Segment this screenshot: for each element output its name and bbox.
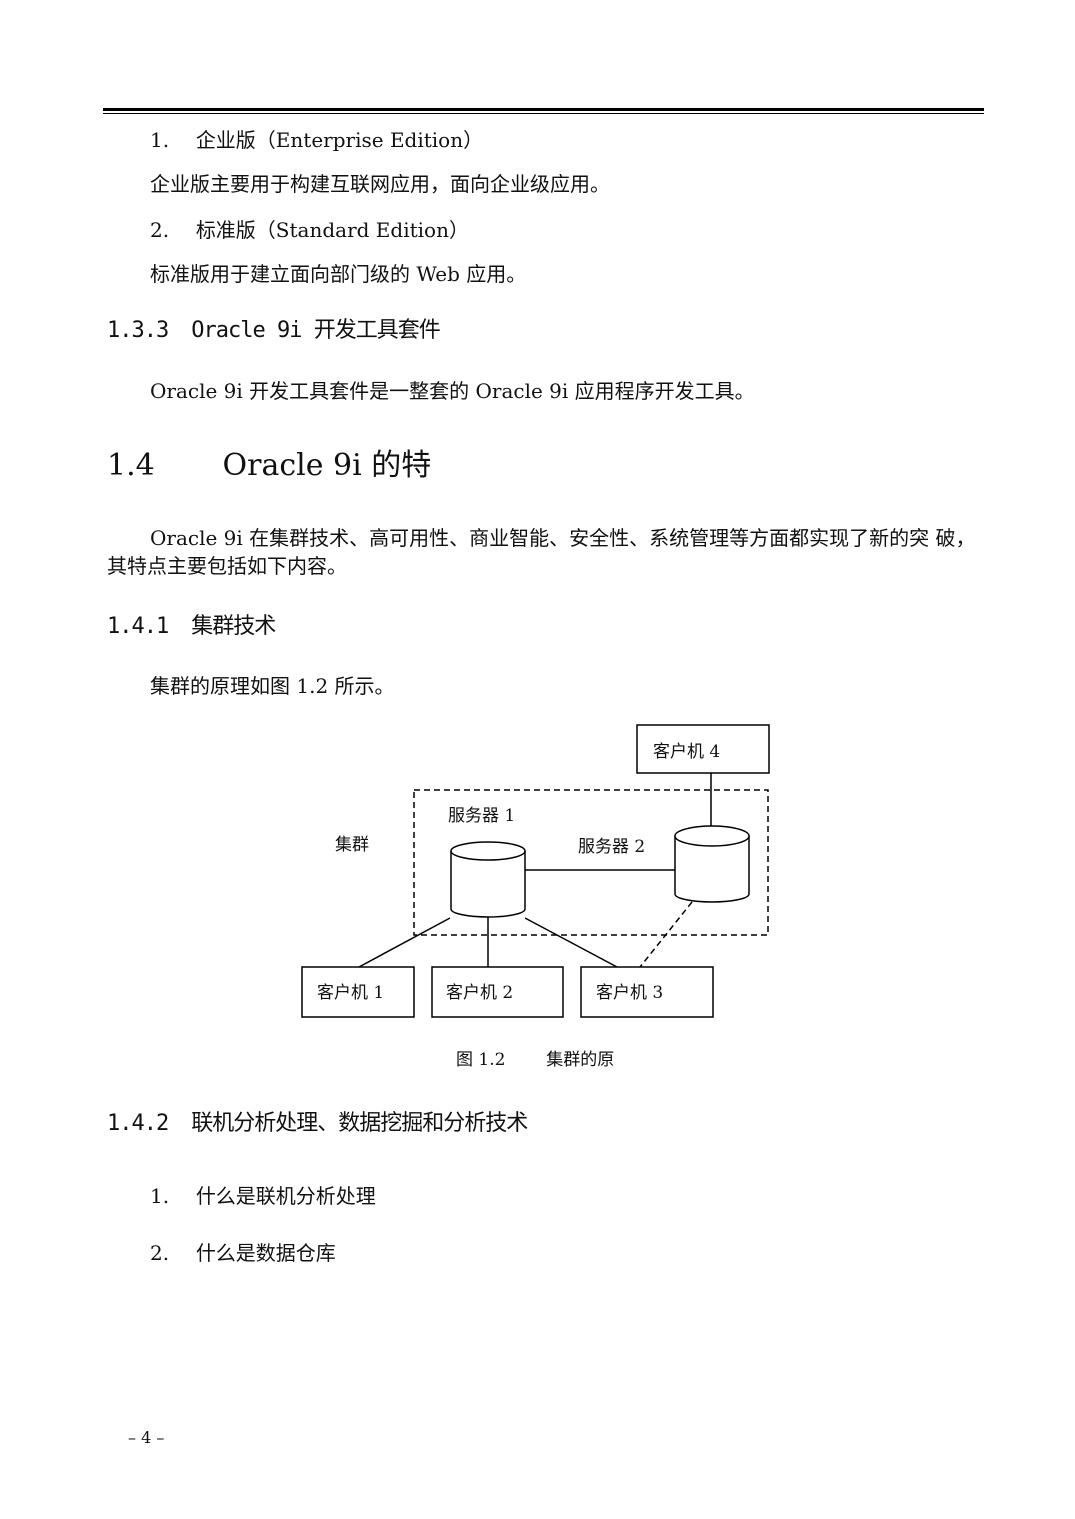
client3-label: 客户机 3 [596,983,663,1003]
subsection-heading-1-3-3: 1.3.3 Oracle 9i 开发工具套件 [107,312,441,344]
client1-box [301,966,415,1018]
server2-label: 服务器 2 [578,837,645,857]
list-item-text: 什么是联机分析处理 [195,1184,376,1208]
list-item-olap: 1. 什么是联机分析处理 [150,1180,376,1209]
subsection-number: 1.4.2 [107,1111,169,1136]
server1-label: 服务器 1 [448,806,515,826]
client4-box [636,724,770,774]
section-number: 1.4 [107,448,155,483]
list-item-text: 企业版（Enterprise Edition） [195,128,484,152]
server1-database-icon [450,841,526,918]
header-rule-thin [103,113,984,114]
list-item-enterprise: 1. 企业版（Enterprise Edition） [150,124,483,153]
client1-label: 客户机 1 [317,983,384,1003]
client4-label: 客户机 4 [653,742,720,762]
subsection-number: 1.4.1 [107,614,169,639]
subsection-title: 联机分析处理、数据挖掘和分析技术 [191,1111,528,1136]
subsection-number: 1.3.3 [107,318,169,343]
list-item-text: 标准版（Standard Edition） [195,218,469,242]
list-number: 1. [150,128,170,152]
client3-box [580,966,714,1018]
server2-database-icon [674,825,750,903]
link-server1-client1 [358,917,451,968]
list-item-data-warehouse: 2. 什么是数据仓库 [150,1237,336,1266]
section-heading-1-4: 1.4 Oracle 9i 的特 [107,440,431,484]
section-body-line-1: Oracle 9i 在集群技术、高可用性、商业智能、安全性、系统管理等方面都实现… [150,526,976,550]
figure-caption: 图 1.2 集群的原 [456,1045,614,1070]
subsection-heading-1-4-2: 1.4.2 联机分析处理、数据挖掘和分析技术 [107,1105,528,1137]
subsection-body-1-3-3: Oracle 9i 开发工具套件是一整套的 Oracle 9i 应用程序开发工具… [150,379,755,403]
figure-caption-text: 集群的原 [546,1050,615,1070]
section-title: Oracle 9i 的特 [222,448,432,483]
link-server1-client3 [524,917,618,968]
section-body-line-2: 其特点主要包括如下内容。 [107,554,347,578]
list-number: 1. [150,1184,170,1208]
standard-description: 标准版用于建立面向部门级的 Web 应用。 [150,262,527,286]
list-item-standard: 2. 标准版（Standard Edition） [150,214,469,243]
page-number: – 4 – [128,1428,165,1447]
list-item-text: 什么是数据仓库 [195,1241,336,1265]
client2-label: 客户机 2 [446,983,513,1003]
figure-caption-number: 图 1.2 [456,1050,506,1070]
header-rule-thick [103,108,984,111]
enterprise-description: 企业版主要用于构建互联网应用，面向企业级应用。 [150,172,610,196]
subsection-title: Oracle 9i 开发工具套件 [191,318,440,343]
subsection-body-1-4-1: 集群的原理如图 1.2 所示。 [150,674,395,698]
subsection-title: 集群技术 [191,614,276,639]
subsection-heading-1-4-1: 1.4.1 集群技术 [107,608,276,640]
list-number: 2. [150,218,170,242]
list-number: 2. [150,1241,170,1265]
client2-box [431,966,564,1018]
link-server2-client3 [639,901,693,968]
cluster-boundary [413,789,769,936]
cluster-label: 集群 [335,835,369,855]
